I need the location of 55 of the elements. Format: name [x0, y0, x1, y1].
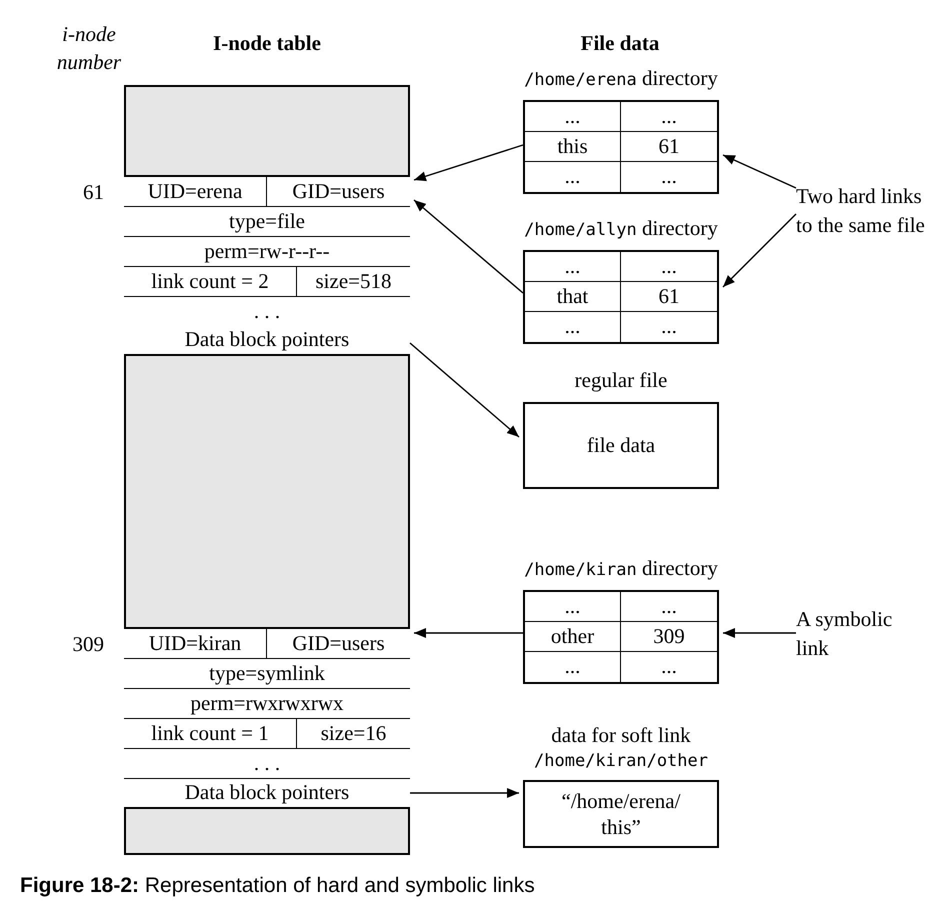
entry-cell: ...: [525, 592, 621, 622]
entry-cell: ...: [525, 162, 621, 192]
box-heading: data for soft link: [550, 722, 692, 748]
entry-cell: 309: [621, 622, 717, 652]
field-cell: type=file: [124, 207, 410, 237]
note-text: Two hard links to the same file: [796, 182, 926, 240]
field-cell: perm=rw-r--r--: [124, 237, 410, 267]
entry-cell: ...: [525, 652, 621, 682]
field-cell: link count = 2: [124, 267, 297, 297]
inode-number: 61: [82, 179, 104, 206]
arrow: [414, 144, 524, 182]
field-cell: GID=users: [267, 177, 410, 207]
entry-cell-text: ...: [660, 653, 678, 680]
entry-cell-text: ...: [660, 163, 678, 190]
field-cell: Data block pointers: [124, 326, 410, 356]
arrow: [410, 342, 520, 438]
arrow: [722, 154, 796, 189]
field-cell: perm=rwxrwxrwx: [124, 689, 410, 719]
link-data-box: “/home/erena/ this”: [523, 780, 719, 848]
file-box: file data: [523, 402, 719, 489]
entry-cell: ...: [621, 252, 717, 282]
arrow: [410, 788, 519, 798]
directory-heading: /home/kiran directory: [523, 555, 719, 582]
path-heading: /home/kiran/other: [533, 750, 709, 773]
column-heading: File data: [580, 30, 660, 57]
field-cell: size=16: [297, 719, 410, 749]
entry-cell: 61: [621, 132, 717, 162]
entry-cell: that: [525, 282, 621, 312]
field-cell: link count = 1: [124, 719, 297, 749]
field-cell: UID=erena: [124, 177, 267, 207]
figure-caption: Figure 18-2: Representation of hard and symbolic links: [20, 873, 535, 899]
field-cell: size=518: [297, 267, 410, 297]
table-heading: I-node table: [212, 30, 322, 57]
entry-cell: 61: [621, 282, 717, 312]
directory-heading: /home/allyn directory: [523, 215, 719, 242]
arrow: [722, 214, 796, 288]
arrow: [414, 199, 524, 294]
arrow: [723, 628, 796, 638]
field-cell: GID=users: [267, 629, 410, 659]
entry-cell: ...: [525, 102, 621, 132]
entry-cell: ...: [525, 252, 621, 282]
inode-number: 309: [72, 631, 104, 658]
box-heading: regular file: [574, 367, 668, 394]
field-cell: UID=kiran: [124, 629, 267, 659]
field-cell: type=symlink: [124, 659, 410, 689]
note-text: A symbolic link: [796, 605, 921, 663]
entry-cell: ...: [621, 102, 717, 132]
arrow: [414, 628, 523, 638]
directory-heading: /home/erena directory: [523, 65, 719, 92]
entry-cell: ...: [525, 312, 621, 342]
entry-cell: ...: [621, 592, 717, 622]
entry-cell-text: ...: [660, 313, 678, 340]
axis-heading: i-node number: [56, 21, 122, 76]
entry-cell: this: [525, 132, 621, 162]
entry-cell: other: [525, 622, 621, 652]
